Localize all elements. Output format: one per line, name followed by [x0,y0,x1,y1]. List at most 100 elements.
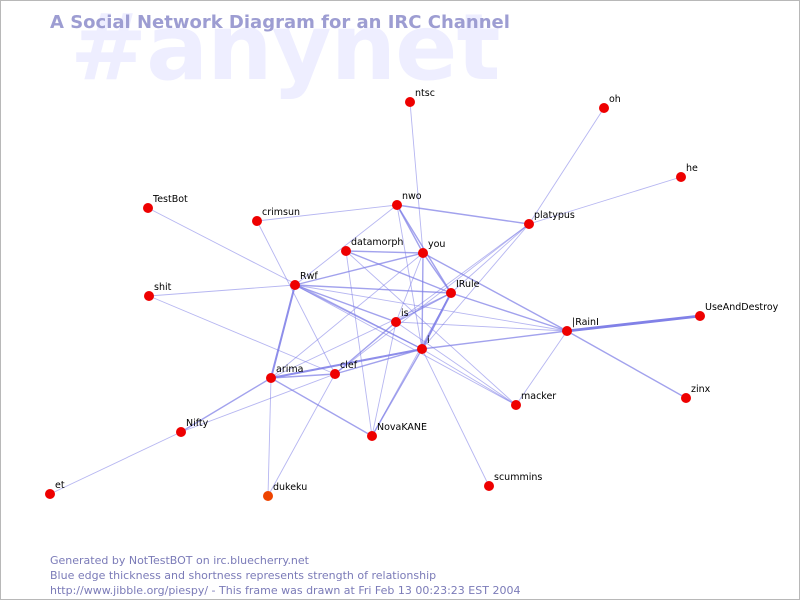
node-shit: shit [144,282,172,301]
node-label-Nifty: Nifty [186,418,209,429]
node-Nifty: Nifty [176,418,209,437]
node-label-dukeku: dukeku [273,482,307,493]
edge-arima-Nifty [180,377,272,433]
footer-generated-by: Generated by NotTestBOT on irc.bluecherr… [50,554,309,567]
node-dot-ntsc [405,97,415,107]
edge-IRule-arima [270,292,452,379]
edge-nwo-platypus [396,204,530,225]
edge-Rwf-IRule [294,284,452,294]
node-dot-arima [266,373,276,383]
edge-IRainI-is [395,321,568,332]
edge-ntsc-you [409,101,424,254]
node-dot-IRainI [562,326,572,336]
edge-platypus-i [421,223,530,350]
node-clef: clef [330,360,358,379]
edge-i-NovaKANE [371,348,423,437]
edge-i-arima [270,348,423,379]
edge-Nifty-et [49,431,182,495]
node-label-scummins: scummins [494,472,542,483]
node-label-zinx: zinx [691,384,711,395]
node-platypus: platypus [524,210,575,229]
node-nwo: nwo [392,191,422,210]
edge-i-macker [421,348,517,406]
node-zinx: zinx [681,384,711,403]
node-dot-platypus [524,219,534,229]
edge-nwo-Rwf [294,204,398,286]
edge-IRule-is [395,292,452,323]
edge-datamorph-IRule [345,250,452,294]
node-dot-is [391,317,401,327]
node-is: is [391,308,409,327]
edge-platypus-IRule [450,223,530,294]
node-label-i: i [427,335,430,346]
node-datamorph: datamorph [341,237,403,256]
node-label-NovaKANE: NovaKANE [377,422,427,433]
node-he: he [676,163,698,182]
node-IRule: IRule [446,279,480,298]
node-crimsun: crimsun [252,207,300,226]
node-label-nwo: nwo [402,191,422,202]
node-label-TestBot: TestBot [152,194,188,205]
node-dot-NovaKANE [367,431,377,441]
node-i: i [417,335,430,354]
node-IRainI: |RainI [562,317,599,336]
node-dot-oh [599,103,609,113]
node-label-you: you [428,239,445,250]
edge-crimsun-nwo [256,204,398,222]
edge-you-i [421,252,424,350]
node-NovaKANE: NovaKANE [367,422,427,441]
node-label-macker: macker [521,391,556,402]
node-macker: macker [511,391,556,410]
node-dot-datamorph [341,246,351,256]
edge-you-arima [270,252,424,379]
edge-Rwf-shit [148,284,296,297]
node-label-UseAndDestroy: UseAndDestroy [705,302,779,313]
node-UseAndDestroy: UseAndDestroy [695,302,779,321]
node-ntsc: ntsc [405,88,435,107]
node-you: you [418,239,445,258]
footer-legend-note: Blue edge thickness and shortness repres… [50,569,437,582]
node-dot-dukeku [263,491,273,501]
edge-oh-platypus [528,107,605,225]
node-label-oh: oh [609,94,621,105]
node-Rwf: Rwf [290,271,318,290]
node-label-clef: clef [340,360,358,371]
edge-shit-clef [148,295,336,375]
edges-layer [49,101,702,497]
node-dot-i [417,344,427,354]
edge-datamorph-macker [345,250,517,406]
node-label-platypus: platypus [534,210,575,221]
edge-IRainI-zinx [566,330,687,399]
edge-Rwf-macker [294,284,517,406]
edge-is-clef [334,321,397,375]
node-dot-et [45,489,55,499]
edge-Rwf-is [294,284,397,323]
node-arima: arima [266,364,303,383]
edge-is-NovaKANE [371,321,397,437]
node-dot-you [418,248,428,258]
edge-IRainI-macker [515,330,568,406]
edge-IRule-IRainI [450,292,568,332]
edge-is-macker [395,321,517,406]
node-dot-zinx [681,393,691,403]
node-label-shit: shit [154,282,172,293]
node-scummins: scummins [484,472,542,491]
node-dot-clef [330,369,340,379]
diagram-title: A Social Network Diagram for an IRC Chan… [50,12,510,33]
node-label-arima: arima [276,364,303,375]
node-dot-shit [144,291,154,301]
edge-you-Rwf [294,252,424,286]
node-dot-nwo [392,200,402,210]
node-oh: oh [599,94,621,113]
edge-platypus-clef [334,223,530,375]
node-label-ntsc: ntsc [415,88,435,99]
edge-i-clef [334,348,423,375]
node-dot-UseAndDestroy [695,311,705,321]
footer-source-timestamp: http://www.jibble.org/piespy/ - This fra… [50,584,521,597]
edge-arima-dukeku [267,377,272,497]
edge-you-IRule [422,252,452,294]
node-dot-scummins [484,481,494,491]
node-dot-Nifty [176,427,186,437]
